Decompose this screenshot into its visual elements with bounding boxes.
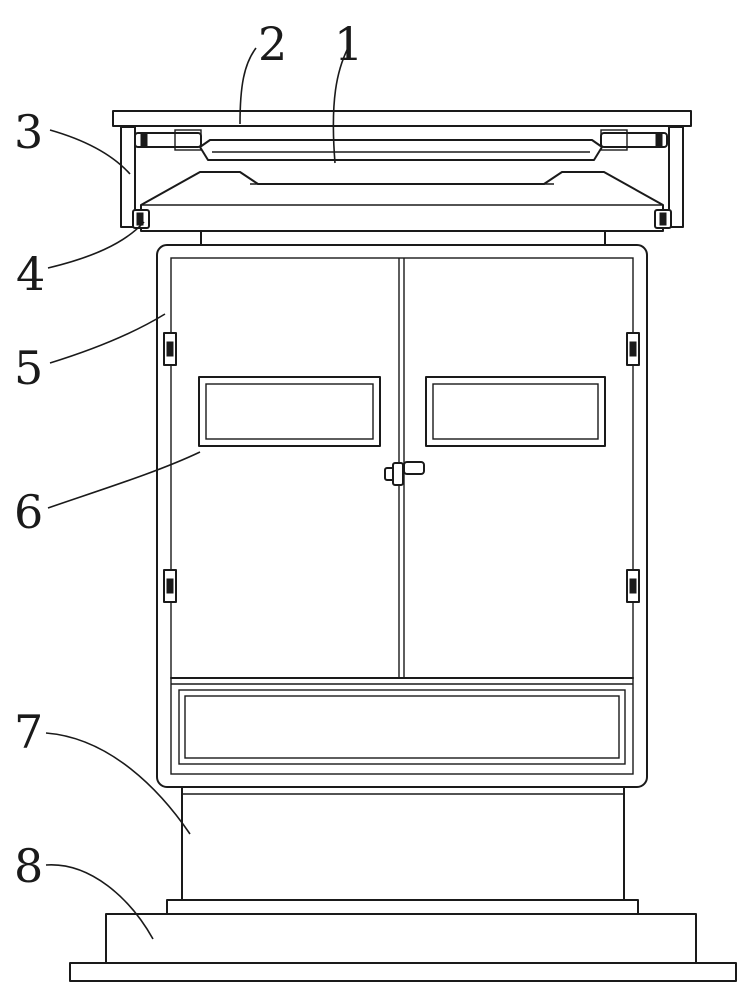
hinge-top-right (600, 129, 668, 151)
leader-3 (49, 129, 131, 175)
callout-3: 3 (14, 105, 43, 159)
callout-7: 7 (14, 705, 43, 759)
cabinet-body (156, 244, 648, 788)
side-bracket-right (668, 126, 684, 228)
callout-8: 8 (14, 839, 43, 893)
callout-6: 6 (14, 485, 43, 539)
leader-8 (45, 864, 154, 940)
door-window-right (425, 376, 606, 447)
hinge-bottom-right (654, 209, 672, 229)
leader-1 (332, 47, 349, 164)
inner-roof (199, 139, 603, 161)
pedestal-column (181, 786, 625, 901)
callout-1: 1 (334, 17, 363, 71)
base (69, 899, 737, 982)
side-bracket-left (120, 126, 136, 228)
body-hinge-right-lower (626, 569, 640, 603)
leader-4 (47, 221, 145, 269)
leader-7 (45, 732, 191, 835)
lower-drawer-panel (178, 689, 626, 765)
callout-2: 2 (258, 17, 287, 71)
door-window-left (198, 376, 381, 447)
leader-2 (239, 47, 257, 125)
leader-5 (49, 313, 166, 364)
body-hinge-right-upper (626, 332, 640, 366)
top-canopy-plate (112, 110, 692, 127)
roof-neck (200, 230, 606, 246)
leader-6 (47, 451, 201, 509)
leader-lines (45, 47, 349, 940)
callout-numbers: 1 2 3 4 5 6 7 8 (14, 17, 363, 893)
hinge-top-left (134, 129, 202, 151)
body-hinge-left-lower (163, 569, 177, 603)
callout-4: 4 (16, 247, 45, 301)
callout-5: 5 (14, 341, 43, 395)
sloped-roof-cover (140, 171, 664, 232)
body-hinge-left-upper (163, 332, 177, 366)
door-latch (384, 461, 425, 486)
